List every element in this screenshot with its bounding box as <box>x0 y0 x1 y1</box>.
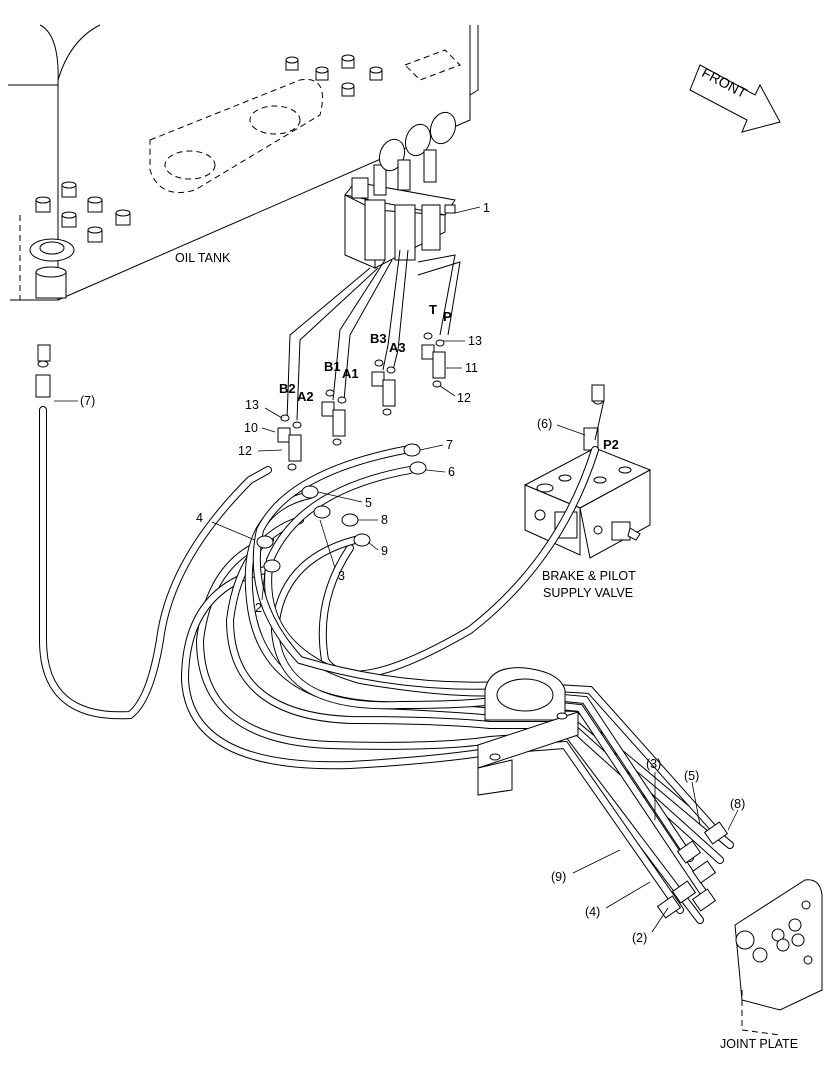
callout-4: 4 <box>196 511 203 525</box>
oil-tank: OIL TANK <box>8 24 479 301</box>
port-label-b2: B2 <box>279 381 296 396</box>
callout-12-right: 12 <box>457 391 471 405</box>
valve-port-routing <box>286 249 461 421</box>
callout-3-paren: (3) <box>646 757 661 771</box>
callout-11: 11 <box>465 361 478 375</box>
joint-plate <box>734 879 823 1036</box>
hose-6-supply <box>318 446 599 679</box>
callout-6: 6 <box>448 465 455 479</box>
callout-labels: 1 13 11 12 7 6 5 8 9 3 4 2 13 10 12 (7) … <box>80 201 745 945</box>
callout-8: 8 <box>381 513 388 527</box>
port-labels: T P B3 A3 B1 A1 B2 A2 P2 <box>279 302 619 452</box>
port-label-b3: B3 <box>370 331 387 346</box>
hose-elbow-fittings <box>256 443 427 573</box>
front-arrow: FRONT <box>689 64 781 133</box>
port-label-a1: A1 <box>342 366 359 381</box>
tank-outlet-port <box>29 238 75 299</box>
leader-lines <box>54 206 739 933</box>
port-label-a3: A3 <box>389 340 406 355</box>
callout-2: 2 <box>255 601 262 615</box>
callout-2-paren: (2) <box>632 931 647 945</box>
hose-clamp <box>477 667 579 796</box>
brake-valve-caption-line1: BRAKE & PILOT <box>542 569 636 583</box>
port-fittings <box>277 332 446 471</box>
tank-bolts <box>35 54 383 243</box>
hose-7-tank-return <box>35 344 272 720</box>
brake-valve-caption-line2: SUPPLY VALVE <box>543 586 633 600</box>
callout-5: 5 <box>365 496 372 510</box>
callout-13-right: 13 <box>468 334 482 348</box>
callout-3: 3 <box>338 569 345 583</box>
pilot-valve-assembly <box>344 111 457 269</box>
callout-9-paren: (9) <box>551 870 566 884</box>
callout-7: 7 <box>446 438 453 452</box>
hose-bundle <box>180 444 734 924</box>
callout-13-left: 13 <box>245 398 259 412</box>
port-label-b1: B1 <box>324 359 341 374</box>
callout-6-paren: (6) <box>537 417 552 431</box>
callout-10: 10 <box>244 421 258 435</box>
port-label-a2: A2 <box>297 389 314 404</box>
port-label-t: T <box>429 302 437 317</box>
port-label-p2: P2 <box>603 437 619 452</box>
oil-tank-caption: OIL TANK <box>175 251 231 265</box>
captions: BRAKE & PILOT SUPPLY VALVE JOINT PLATE <box>542 569 798 1051</box>
callout-1: 1 <box>483 201 490 215</box>
callout-9: 9 <box>381 544 388 558</box>
callout-7-paren: (7) <box>80 394 95 408</box>
port-label-p: P <box>443 309 452 324</box>
joint-plate-hose-fittings <box>656 821 729 919</box>
joint-plate-caption: JOINT PLATE <box>720 1037 798 1051</box>
callout-4-paren: (4) <box>585 905 600 919</box>
callout-8-paren: (8) <box>730 797 745 811</box>
callout-5-paren: (5) <box>684 769 699 783</box>
callout-12-left: 12 <box>238 444 252 458</box>
